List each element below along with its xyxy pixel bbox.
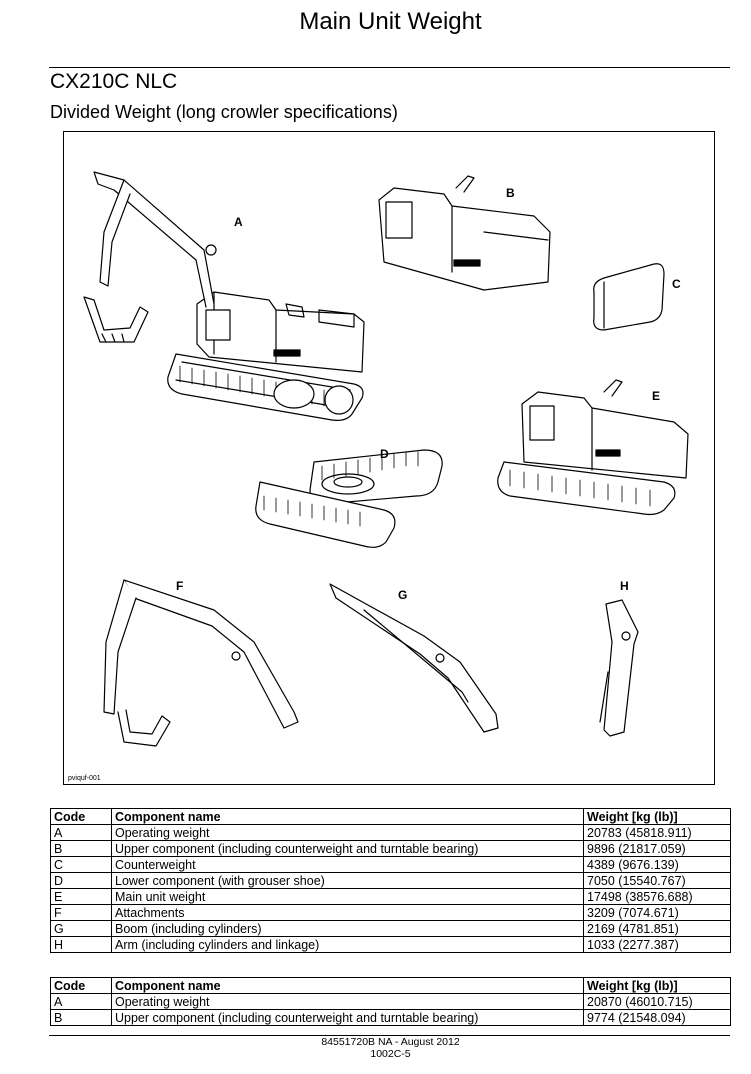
header-weight: Weight [kg (lb)] bbox=[583, 808, 731, 825]
component-a-drawing bbox=[83, 171, 365, 421]
table-row: E Main unit weight 17498 (38576.688) bbox=[50, 888, 731, 905]
cell-weight: 4389 (9676.139) bbox=[583, 856, 731, 873]
component-g-drawing bbox=[329, 583, 499, 733]
header-code: Code bbox=[50, 977, 112, 994]
cell-component: Boom (including cylinders) bbox=[111, 920, 584, 937]
header-rule bbox=[49, 67, 730, 68]
excavator-figure: A B C D bbox=[63, 131, 715, 785]
header-component-name: Component name bbox=[111, 808, 584, 825]
table-row: F Attachments 3209 (7074.671) bbox=[50, 904, 731, 921]
page-footer: 84551720B NA - August 2012 1002C-5 bbox=[0, 1036, 751, 1060]
component-label-e: E bbox=[652, 389, 660, 403]
component-f-drawing bbox=[103, 579, 299, 747]
component-e-drawing bbox=[497, 379, 689, 516]
header-weight: Weight [kg (lb)] bbox=[583, 977, 731, 994]
cell-component: Lower component (with grouser shoe) bbox=[111, 872, 584, 889]
cell-component: Arm (including cylinders and linkage) bbox=[111, 936, 584, 953]
cell-code: H bbox=[50, 936, 112, 953]
header-component-name: Component name bbox=[111, 977, 584, 994]
excavator-components-illustration: A B C D bbox=[83, 171, 689, 747]
table-row: C Counterweight 4389 (9676.139) bbox=[50, 856, 731, 873]
component-label-g: G bbox=[398, 588, 407, 602]
model-heading: CX210C NLC bbox=[50, 70, 178, 93]
component-label-b: B bbox=[506, 186, 515, 200]
component-d-drawing bbox=[255, 449, 443, 548]
cell-weight: 9774 (21548.094) bbox=[583, 1009, 731, 1026]
cell-weight: 2169 (4781.851) bbox=[583, 920, 731, 937]
cell-code: D bbox=[50, 872, 112, 889]
cell-weight: 3209 (7074.671) bbox=[583, 904, 731, 921]
table-row: A Operating weight 20783 (45818.911) bbox=[50, 824, 731, 841]
table-header-row: Code Component name Weight [kg (lb)] bbox=[50, 808, 731, 825]
component-label-f: F bbox=[176, 579, 183, 593]
table-row: B Upper component (including counterweig… bbox=[50, 1009, 731, 1026]
table-row: D Lower component (with grouser shoe) 70… bbox=[50, 872, 731, 889]
component-label-h: H bbox=[620, 579, 629, 593]
cell-component: Counterweight bbox=[111, 856, 584, 873]
cell-weight: 1033 (2277.387) bbox=[583, 936, 731, 953]
table-row: B Upper component (including counterweig… bbox=[50, 840, 731, 857]
component-b-drawing bbox=[378, 175, 551, 291]
cell-component: Upper component (including counterweight… bbox=[111, 1009, 584, 1026]
cell-code: B bbox=[50, 1009, 112, 1026]
page-title: Main Unit Weight bbox=[299, 8, 482, 35]
cell-code: A bbox=[50, 824, 112, 841]
component-label-a: A bbox=[234, 215, 243, 229]
cell-code: C bbox=[50, 856, 112, 873]
footer-page-number: 1002C-5 bbox=[370, 1048, 411, 1060]
figure-id: pviquf-001 bbox=[68, 775, 101, 782]
cell-weight: 9896 (21817.059) bbox=[583, 840, 731, 857]
table-row: G Boom (including cylinders) 2169 (4781.… bbox=[50, 920, 731, 937]
section-subtitle: Divided Weight (long crowler specificati… bbox=[50, 102, 398, 122]
header-code: Code bbox=[50, 808, 112, 825]
table-row: A Operating weight 20870 (46010.715) bbox=[50, 993, 731, 1010]
cell-weight: 20870 (46010.715) bbox=[583, 993, 731, 1010]
cell-weight: 17498 (38576.688) bbox=[583, 888, 731, 905]
cell-weight: 20783 (45818.911) bbox=[583, 824, 731, 841]
footer-doc-number: 84551720B NA - August 2012 bbox=[321, 1036, 460, 1048]
cell-code: G bbox=[50, 920, 112, 937]
cell-component: Operating weight bbox=[111, 824, 584, 841]
cell-code: B bbox=[50, 840, 112, 857]
component-h-drawing bbox=[599, 599, 639, 737]
cell-code: A bbox=[50, 993, 112, 1010]
weight-table-1: Code Component name Weight [kg (lb)] A O… bbox=[50, 808, 731, 953]
component-c-drawing bbox=[593, 263, 665, 331]
footer-rule bbox=[49, 1035, 730, 1036]
cell-code: E bbox=[50, 888, 112, 905]
cell-weight: 7050 (15540.767) bbox=[583, 872, 731, 889]
weight-table-2: Code Component name Weight [kg (lb)] A O… bbox=[50, 977, 731, 1026]
cell-code: F bbox=[50, 904, 112, 921]
component-label-d: D bbox=[380, 447, 389, 461]
cell-component: Upper component (including counterweight… bbox=[111, 840, 584, 857]
table-header-row: Code Component name Weight [kg (lb)] bbox=[50, 977, 731, 994]
table-row: H Arm (including cylinders and linkage) … bbox=[50, 936, 731, 953]
cell-component: Attachments bbox=[111, 904, 584, 921]
cell-component: Main unit weight bbox=[111, 888, 584, 905]
component-label-c: C bbox=[672, 277, 681, 291]
cell-component: Operating weight bbox=[111, 993, 584, 1010]
